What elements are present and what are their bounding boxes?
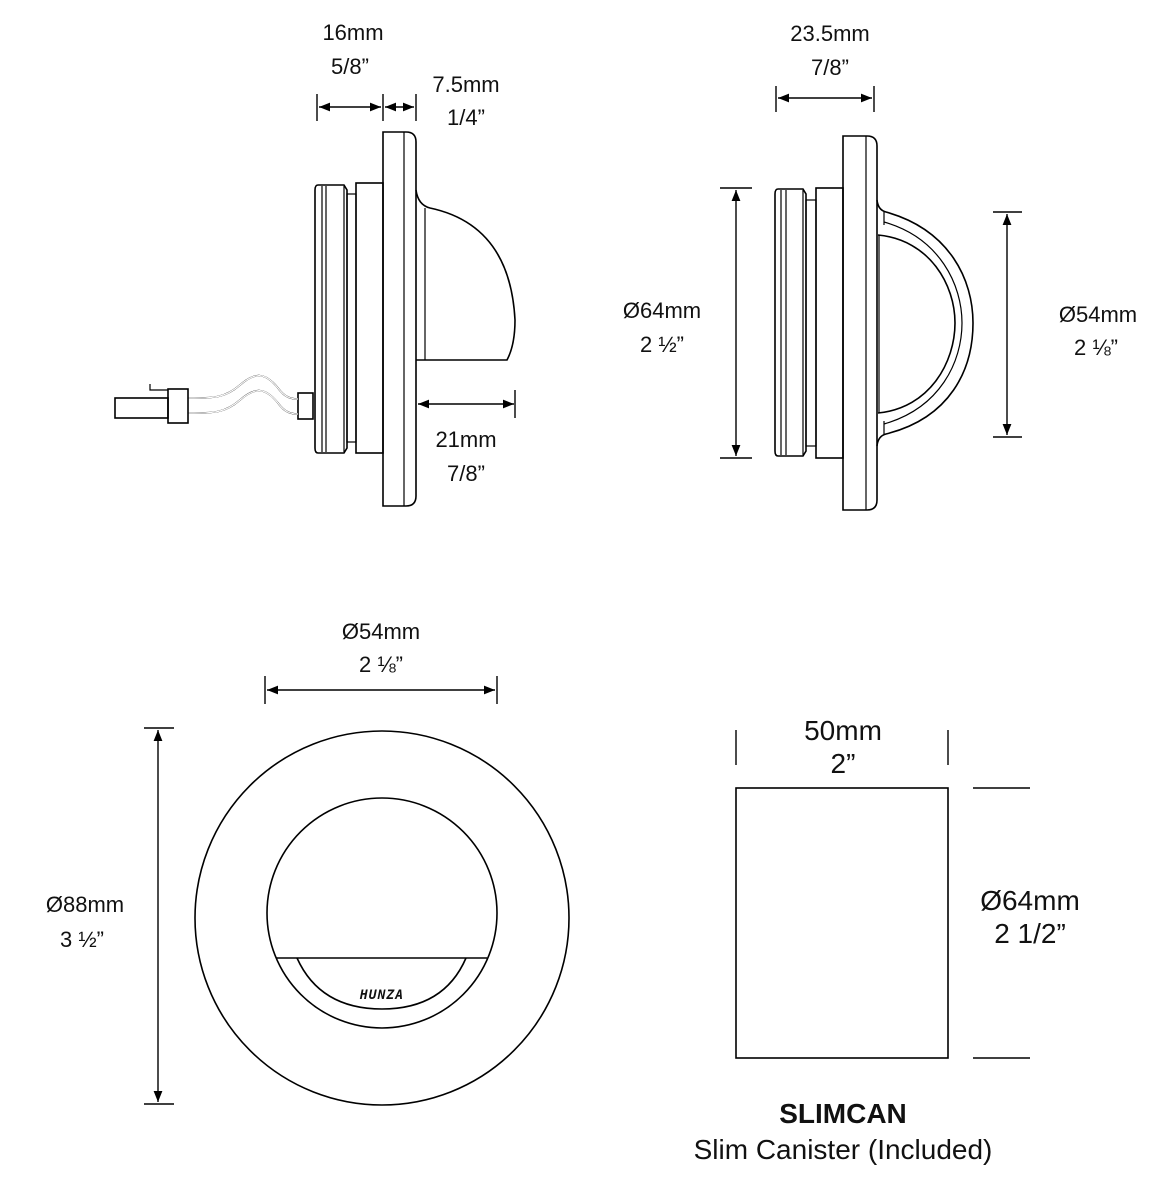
slimcan-width-in: 2” (831, 748, 856, 779)
side-view-left: 16mm 5/8” 7.5mm 1/4” 21mm 7/8” (114, 20, 516, 507)
slimcan-diameter-in: 2 1/2” (994, 918, 1066, 949)
slimcan-subtitle: Slim Canister (Included) (694, 1134, 993, 1165)
outer-diameter-mm: Ø88mm (46, 892, 124, 917)
depth-mm: 23.5mm (790, 21, 869, 46)
slimcan-title: SLIMCAN (779, 1098, 907, 1129)
projection-mm: 21mm (435, 427, 496, 452)
body-depth-in: 5/8” (331, 54, 369, 79)
side-view-right: 23.5mm 7/8” Ø64mm 2 ½” Ø54mm 2 ⅛” (623, 21, 1137, 511)
hunza-logo: HUNZA (359, 988, 404, 1003)
body-diameter-mm: Ø64mm (623, 298, 701, 323)
front-view: HUNZA Ø54mm 2 ⅛” Ø88mm 3 ½” (46, 619, 570, 1106)
slimcan-diameter-mm: Ø64mm (980, 885, 1080, 916)
slimcan-view: 50mm 2” Ø64mm 2 1/2” SLIMCAN Slim Canist… (694, 715, 1080, 1165)
body-depth-mm: 16mm (322, 20, 383, 45)
hood-diameter-in: 2 ⅛” (1074, 335, 1118, 360)
projection-in: 7/8” (447, 461, 485, 486)
inner-diameter-mm: Ø54mm (342, 619, 420, 644)
inner-diameter-in: 2 ⅛” (359, 652, 403, 677)
slimcan-width-mm: 50mm (804, 715, 882, 746)
body-diameter-in: 2 ½” (640, 332, 684, 357)
depth-in: 7/8” (811, 55, 849, 80)
hood-diameter-mm: Ø54mm (1059, 302, 1137, 327)
flange-mm: 7.5mm (432, 72, 499, 97)
outer-diameter-in: 3 ½” (60, 927, 104, 952)
flange-in: 1/4” (447, 105, 485, 130)
